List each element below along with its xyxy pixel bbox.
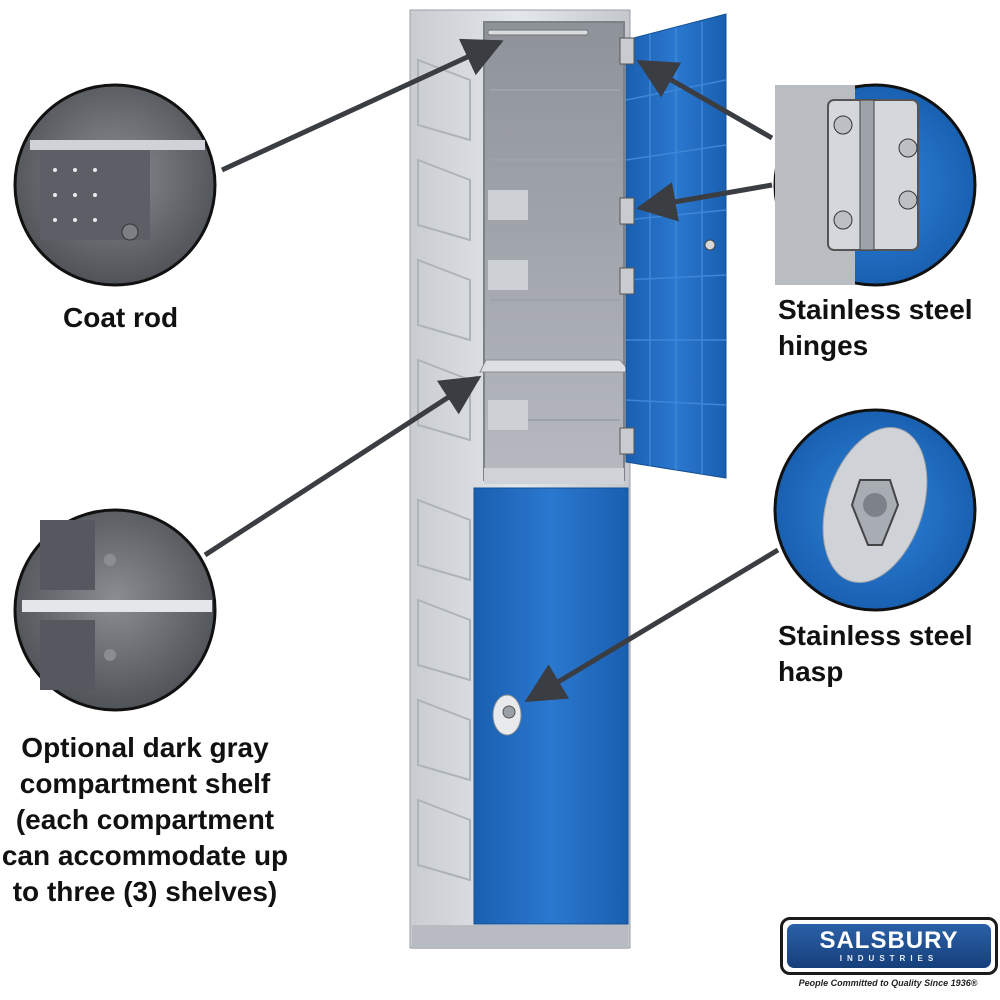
- logo-name: SALSBURY: [819, 927, 959, 954]
- callout-arrows: [203, 38, 780, 703]
- hinges-label: Stainless steel hinges: [778, 294, 973, 361]
- shelf-label: Optional dark gray compartment shelf (ea…: [1, 732, 289, 907]
- hasp-detail-circle: [773, 408, 977, 612]
- logo-badge: SALSBURY INDUSTRIES: [780, 917, 998, 975]
- upper-compartment-interior: [479, 21, 632, 484]
- logo-subtitle: INDUSTRIES: [839, 954, 939, 963]
- hasp-label: Stainless steel hasp: [778, 620, 973, 687]
- coat-rod-label: Coat rod: [63, 302, 179, 333]
- salsbury-logo: SALSBURY INDUSTRIES People Committed to …: [780, 917, 998, 993]
- logo-tagline: People Committed to Quality Since 1936®: [798, 978, 978, 988]
- coat-rod-detail-circle: [13, 83, 217, 287]
- shelf-detail-circle: [13, 508, 217, 712]
- hinges-detail-circle: [773, 83, 977, 287]
- closed-lower-door: [473, 487, 629, 925]
